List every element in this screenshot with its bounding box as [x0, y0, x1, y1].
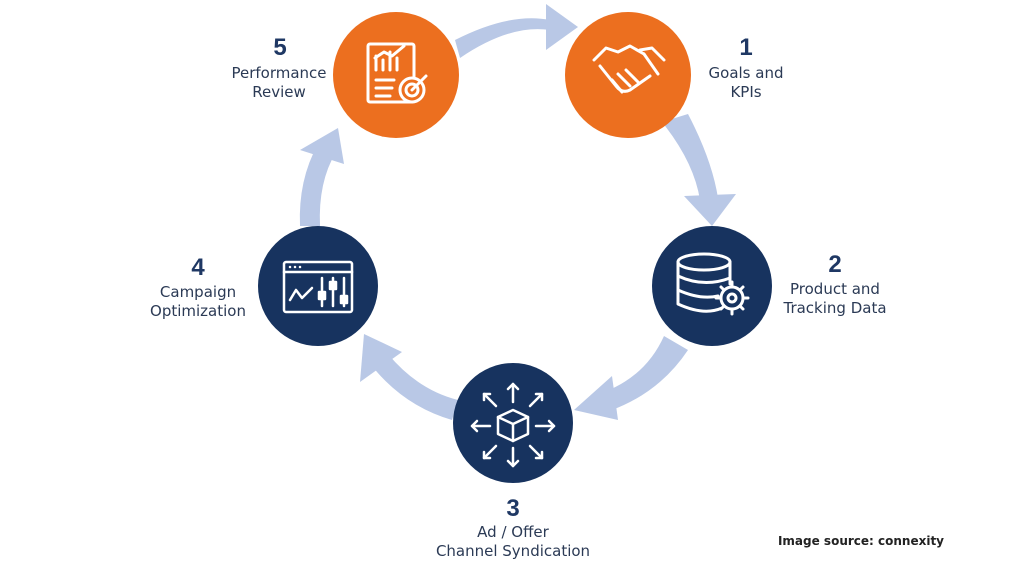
handshake-icon: [592, 44, 666, 94]
step-4-label-line1: Campaign: [159, 283, 237, 301]
step-3-label-line2: Channel Syndication: [435, 542, 591, 560]
step-2-label: Product and Tracking Data: [776, 280, 894, 318]
step-2-label-line2: Tracking Data: [783, 299, 887, 317]
step-5-label: Performance Review: [224, 64, 334, 102]
step-5-node: [333, 12, 459, 138]
arrow-5-to-1: [455, 4, 578, 58]
step-4-label-line2: Optimization: [150, 302, 246, 320]
step-4-label: Campaign Optimization: [140, 283, 256, 321]
step-5-label-line1: Performance: [231, 64, 327, 82]
step-2-node: [652, 226, 772, 346]
step-2-label-line1: Product and: [790, 280, 880, 298]
image-source-label: Image source: connexity: [777, 534, 944, 548]
arrow-4-to-5: [299, 128, 344, 226]
box-distribution-icon: [470, 382, 556, 468]
database-gear-icon: [676, 252, 750, 316]
step-3-number: 3: [506, 495, 520, 522]
step-1-label-line2: KPIs: [730, 83, 762, 101]
step-3-label-line1: Ad / Offer: [477, 523, 549, 541]
cycle-arrows: [299, 4, 736, 420]
arrow-3-to-4: [360, 334, 458, 420]
step-2-number: 2: [828, 251, 842, 278]
step-5-label-line2: Review: [252, 83, 306, 101]
step-3-label: Ad / Offer Channel Syndication: [423, 523, 603, 561]
arrow-1-to-2: [662, 114, 736, 226]
step-3-node: [453, 363, 573, 483]
step-4-node: [258, 226, 378, 346]
step-1-number: 1: [739, 34, 753, 61]
step-1-label: Goals and KPIs: [694, 64, 798, 102]
step-5-number: 5: [273, 34, 287, 61]
step-1-node: [565, 12, 691, 138]
step-4-number: 4: [191, 254, 205, 281]
step-1-label-line1: Goals and: [708, 64, 784, 82]
dashboard-sliders-icon: [282, 260, 354, 314]
report-target-icon: [366, 42, 428, 104]
arrow-2-to-3: [574, 336, 688, 420]
